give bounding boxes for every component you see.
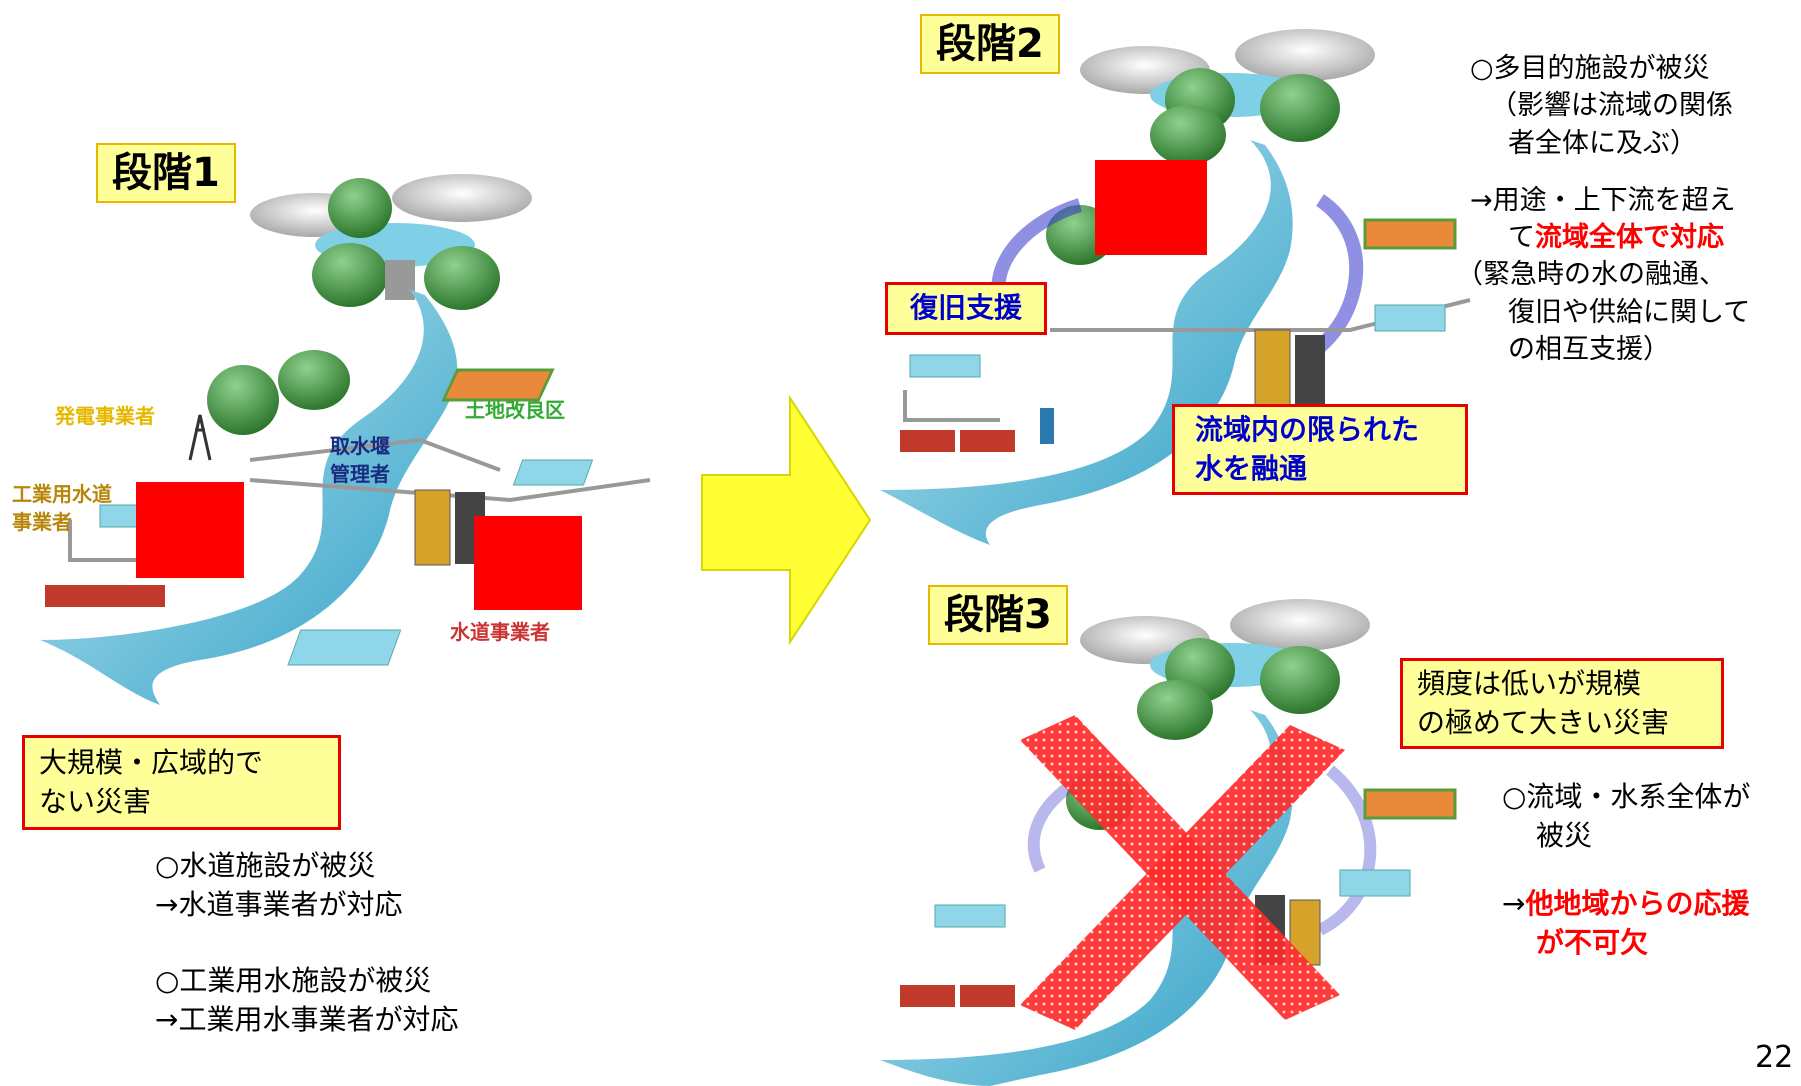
stage2-note-3: 者全体に及ぶ） [1508,127,1697,159]
intake-weir-label-2: 管理者 [330,462,390,486]
factory-icon [900,985,955,1007]
stage3-note-3: →他地域からの応援 [1502,885,1750,924]
water-plant-icon [1339,869,1411,897]
stage3-note-2: 被災 [1536,818,1593,852]
farmland-icon [441,368,555,402]
water-plant-icon [512,459,594,486]
factory-icon [900,430,955,452]
stage1-note-a2: →水道事業者が対応 [155,887,403,921]
farmland-icon [1363,218,1457,250]
hill-icon [1137,680,1213,740]
transition-arrow [701,394,872,646]
stage2-note-5b: 流域全体で対応 [1535,222,1724,253]
water-sharing-line2: 水を融通 [1195,451,1308,485]
hill-icon [424,246,500,310]
industrial-water-label-1: 工業用水道 [12,482,112,506]
stage3-notes: ○流域・水系全体が 被災 →他地域からの応援 が不可欠 [1502,778,1750,963]
stage1-notes: ○水道施設が被災 →水道事業者が対応 ○工業用水施設が被災 →工業用水事業者が対… [155,847,458,1040]
stage2-note-8: の相互支援） [1508,333,1670,365]
hill-icon [1260,74,1340,142]
stage3-note-1: ○流域・水系全体が [1502,780,1751,813]
factory-icon [960,430,1015,452]
water-sharing-box: 流域内の限られた 水を融通 [1172,404,1468,496]
stage1-note-b1: ○工業用水施設が被災 [155,964,432,998]
cloud-icon [392,174,532,222]
industrial-water-label-2: 事業者 [12,510,72,534]
stage1-note-a1: ○水道施設が被災 [155,849,376,882]
stage1-disaster-box: 大規模・広域的で ない災害 [22,735,341,831]
hill-icon [1260,646,1340,714]
cloud-icon [1235,29,1375,81]
treatment-plant-icon [909,354,981,378]
damage-marker [1095,160,1207,255]
river [40,290,458,705]
building-icon [414,489,451,566]
stage2-note-5a: て [1508,222,1535,253]
stage3-disaster-box: 頻度は低いが規模 の極めて大きい災害 [1400,658,1724,750]
power-company-label: 発電事業者 [55,404,155,428]
hill-icon [328,178,392,238]
building-icon [1295,335,1325,410]
building-icon [1254,329,1291,411]
stage2-note-2: （影響は流域の関係 [1490,90,1733,122]
stage3-box-line1: 頻度は低いが規模 [1417,667,1642,700]
stage1-box-line2: ない災害 [39,784,152,818]
stage1-illustration [40,174,651,705]
stage2-illustration [880,29,1471,545]
pipeline [249,437,501,472]
stage3-note-4: が不可欠 [1536,925,1649,959]
recovery-support-box: 復旧支援 [885,282,1048,335]
water-plant-icon [287,629,402,666]
water-plant-icon [934,904,1006,928]
farmland-icon [1363,788,1457,820]
river [880,140,1293,545]
hill-icon [278,350,350,410]
hill-icon [1150,105,1226,165]
intake-weir-label-1: 取水堰 [330,434,390,458]
damage-marker [474,516,582,610]
stage3-label: 段階3 [928,585,1068,645]
factory-icon [105,585,165,607]
power-tower-icon [188,414,212,461]
cloud-icon [1230,599,1370,651]
water-sharing-line1: 流域内の限られた [1195,413,1420,446]
damage-marker [136,482,244,578]
stage2-note-4: →用途・上下流を超え [1470,184,1736,216]
river [880,710,1293,1086]
factory-icon [45,585,105,607]
stage1-note-b2: →工業用水事業者が対応 [155,1002,459,1036]
tank-icon [1040,408,1054,444]
stage1-box-line1: 大規模・広域的で [39,746,264,779]
stage2-note-6: （緊急時の水の融通、 [1456,259,1726,291]
building-icon [1289,899,1321,966]
dam-icon [385,260,415,300]
hill-icon [312,243,388,307]
stage2-label: 段階2 [920,14,1060,74]
water-plant-icon [1374,304,1446,332]
stage2-note-1: ○多目的施設が被災 [1470,53,1710,84]
factory-icon [960,985,1015,1007]
stage2-note-7: 復旧や供給に関して [1508,296,1751,328]
page-number: 22 [1755,1040,1794,1075]
cross-mark [1020,725,1345,1030]
stage2-note-5: て流域全体で対応 [1470,219,1750,256]
stage3-note-3a: → [1502,887,1526,921]
water-utility-label: 水道事業者 [450,620,550,644]
pipeline [903,390,1000,422]
land-improvement-label: 土地改良区 [465,398,565,422]
stage3-box-line2: の極めて大きい災害 [1417,705,1670,739]
support-arrow [1317,765,1377,936]
stage3-note-3b: 他地域からの応援 [1525,887,1750,921]
pipeline [249,478,651,503]
stage1-label: 段階1 [96,143,236,203]
hill-icon [207,365,279,435]
stage3-illustration [880,599,1457,1086]
stage2-notes: ○多目的施設が被災 （影響は流域の関係 者全体に及ぶ） →用途・上下流を超え て… [1456,50,1751,368]
